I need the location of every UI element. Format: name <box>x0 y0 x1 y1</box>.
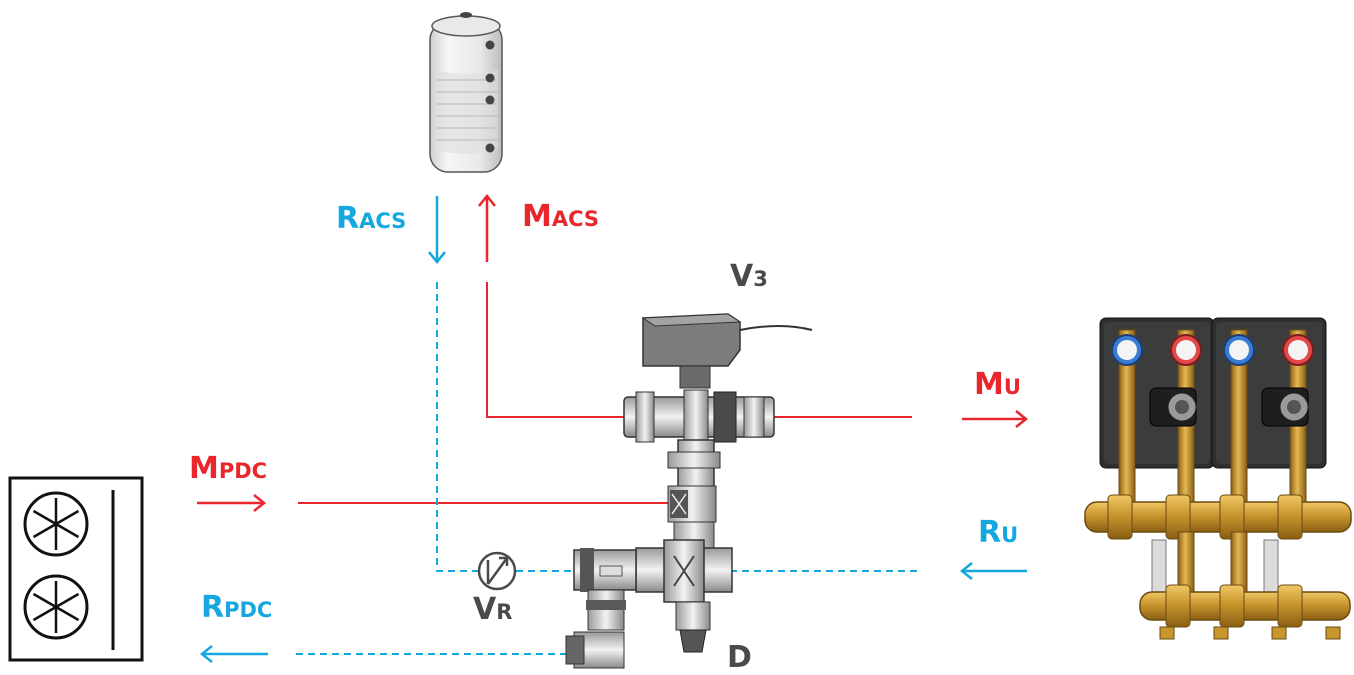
arrow-left-rpdc-icon <box>199 645 268 663</box>
label-racs-sub: ACS <box>359 209 407 233</box>
fan-bottom-icon <box>23 574 89 640</box>
label-mu-sub: U <box>1003 375 1021 399</box>
label-rpdc-sub: PDC <box>224 598 273 622</box>
piping-lines <box>296 282 918 655</box>
label-rpdc: RPDC <box>201 593 272 623</box>
three-way-valve-icon <box>565 313 813 669</box>
label-vr: VR <box>473 595 512 625</box>
label-ru: RU <box>978 518 1018 548</box>
label-macs-main: M <box>522 199 552 234</box>
label-ru-main: R <box>978 515 1002 550</box>
label-macs: MACS <box>522 202 599 232</box>
label-v3: V3 <box>730 262 768 292</box>
label-v3-sub: 3 <box>753 267 768 291</box>
fan-top-icon <box>23 491 89 557</box>
heat-pump-unit-icon <box>8 476 144 662</box>
label-d-main: D <box>727 640 752 675</box>
label-vr-sub: R <box>496 600 513 624</box>
hot-water-tank-icon <box>429 12 503 173</box>
label-mpdc: MPDC <box>189 454 267 484</box>
arrow-right-mpdc-icon <box>197 494 267 512</box>
arrow-up-macs-icon <box>478 193 496 262</box>
label-mpdc-sub: PDC <box>218 459 268 483</box>
label-vr-main: V <box>473 592 497 627</box>
pump-group-manifold-icon <box>1084 317 1352 640</box>
label-racs: RACS <box>336 204 406 234</box>
flow-meter-icon <box>477 551 517 591</box>
arrow-left-ru-icon <box>959 562 1027 580</box>
label-d: D <box>727 643 752 673</box>
circulator-pump-icon <box>1149 387 1309 427</box>
label-rpdc-main: R <box>201 590 225 625</box>
arrow-right-mu-icon <box>962 410 1029 428</box>
label-macs-sub: ACS <box>551 207 600 231</box>
thermometer-gauges-icon <box>1111 334 1314 366</box>
label-mu-main: M <box>974 367 1004 402</box>
label-mpdc-main: M <box>189 451 219 486</box>
label-racs-main: R <box>336 201 360 236</box>
arrow-down-racs-icon <box>428 196 446 265</box>
label-v3-main: V <box>730 259 754 294</box>
label-ru-sub: U <box>1001 523 1019 547</box>
label-mu: MU <box>974 370 1021 400</box>
